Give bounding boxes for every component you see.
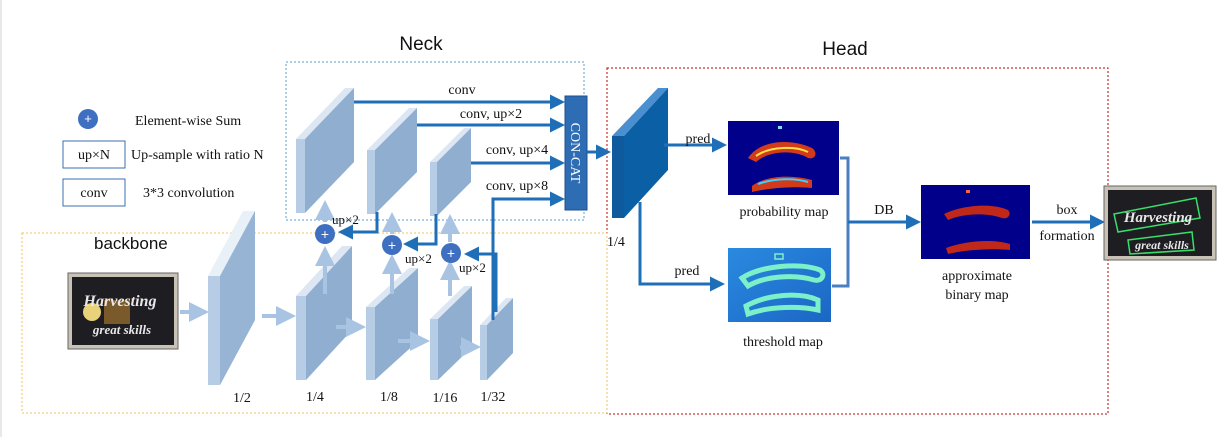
neck-feature-2 (367, 108, 417, 214)
legend-upsample-label: Up-sample with ratio N (131, 148, 264, 163)
path-label-up4: conv, up×4 (486, 143, 548, 158)
upsample-path-1-16 (403, 214, 438, 252)
scale-label-1-4: 1/4 (306, 390, 324, 405)
box-label-1: box (1057, 203, 1078, 218)
threshold-map-label: threshold map (743, 335, 823, 350)
db-label: DB (874, 203, 893, 218)
legend-sum-label: Element-wise Sum (135, 114, 241, 129)
output-image: Harvesting great skills (1103, 185, 1217, 261)
fused-scale-label: 1/4 (607, 235, 625, 250)
neck-title: Neck (399, 34, 443, 55)
binary-map-label-2: binary map (945, 288, 1008, 303)
pred-arrow-threshold (638, 202, 725, 292)
path-label-up8: conv, up×8 (486, 179, 548, 194)
legend-conv-box-text: conv (80, 186, 107, 201)
scale-label-1-16: 1/16 (433, 391, 458, 406)
input-image-text-2: great skills (92, 322, 151, 337)
db-merge-top (840, 156, 850, 222)
sum-node-1-symbol: + (321, 226, 329, 242)
db-merge-bottom (832, 222, 850, 288)
upsample-label-3: up×2 (459, 260, 486, 275)
binary-map-label-1: approximate (942, 269, 1012, 284)
sum-node-3-symbol: + (447, 245, 455, 261)
fused-feature-map (612, 88, 668, 218)
upsample-path-1-8 (338, 212, 379, 240)
sum-node-2-symbol: + (388, 237, 396, 253)
backbone-frame (21, 232, 608, 414)
sum-node-1: + (315, 224, 335, 244)
legend-sum-icon (78, 109, 98, 129)
path-label-up2: conv, up×2 (460, 107, 522, 122)
neck-conv-arrow-4 (491, 191, 565, 320)
scale-label-1-32: 1/32 (481, 390, 506, 405)
binary-map-image (921, 185, 1030, 259)
sum-node-3: + (441, 243, 461, 263)
legend-conv-box (62, 178, 126, 207)
legend: + Element-wise Sum up×N Up-sample with r… (62, 109, 264, 207)
upsample-path-1-32 (464, 246, 498, 312)
legend-upsample-box-text: up×N (78, 148, 110, 163)
pred-label-1: pred (686, 132, 711, 147)
probability-map-image (728, 121, 839, 195)
upsample-label-2: up×2 (405, 251, 432, 266)
output-image-text-1: Harvesting (1123, 210, 1193, 226)
output-image-text-2: great skills (1134, 238, 1189, 252)
probability-map-label: probability map (739, 205, 828, 220)
neck-feature-1 (296, 88, 354, 213)
sum-node-2: + (382, 235, 402, 255)
legend-conv-label: 3*3 convolution (143, 186, 234, 201)
neck-feature-3 (430, 128, 471, 216)
scale-label-1-2: 1/2 (233, 391, 251, 406)
backbone-stage-4 (430, 286, 472, 380)
box-label-2: formation (1039, 229, 1094, 244)
backbone-title: backbone (94, 234, 168, 253)
concat-label: CON-CAT (567, 123, 582, 184)
path-label-conv: conv (448, 83, 475, 98)
legend-sum-symbol: + (84, 111, 92, 126)
backbone-stage-1 (208, 211, 255, 385)
input-image-text-1: Harvesting (83, 293, 157, 310)
head-frame (606, 67, 1109, 415)
input-image: Harvesting great skills (67, 272, 179, 350)
scale-label-1-8: 1/8 (380, 390, 398, 405)
pred-label-2: pred (675, 264, 700, 279)
threshold-map-image (728, 248, 831, 322)
head-title: Head (822, 39, 867, 60)
upsample-label-1: up×2 (332, 212, 359, 227)
legend-upsample-box (62, 140, 126, 169)
